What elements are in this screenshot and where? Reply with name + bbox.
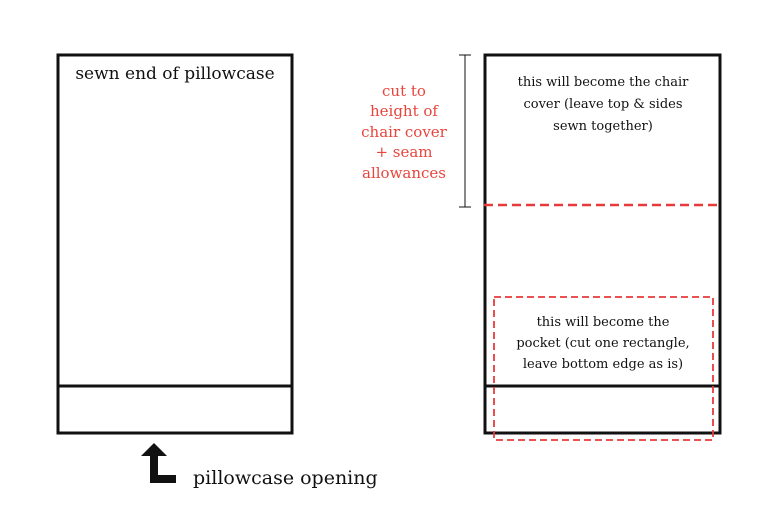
measure-label-line: chair cover [361,123,448,141]
right-pillowcase-outline [483,53,722,435]
left-pillowcase-outline [56,53,294,435]
chair-cover-label-line: this will become the chair [518,75,690,90]
pocket-cut-outline [493,296,714,441]
measure-label: cut to height of chair cover + seam allo… [361,82,448,182]
measure-label-line: + seam [375,143,432,161]
pocket-label-line: leave bottom edge as is) [523,357,683,372]
chair-cover-label-line: sewn together) [553,119,653,134]
pocket-label: this will become the pocket (cut one rec… [516,315,689,372]
pocket-label-line: this will become the [537,315,670,330]
chair-cover-label: this will become the chair cover (leave … [518,75,690,134]
measure-label-line: cut to [382,82,426,100]
pillowcase-opening-label: pillowcase opening [193,467,378,489]
pocket-label-line: pocket (cut one rectangle, [516,336,689,351]
right-pillowcase [483,53,722,441]
chair-cover-label-line: cover (leave top & sides [523,97,682,112]
sewn-end-label: sewn end of pillowcase [75,64,274,84]
left-pillowcase: sewn end of pillowcase [56,53,294,435]
arrow-up-turn-right-icon [141,443,176,483]
opening-indicator: pillowcase opening [141,443,378,489]
measure-label-line: allowances [362,164,446,182]
measure-label-line: height of [370,102,439,120]
height-measure-bracket [459,54,471,208]
